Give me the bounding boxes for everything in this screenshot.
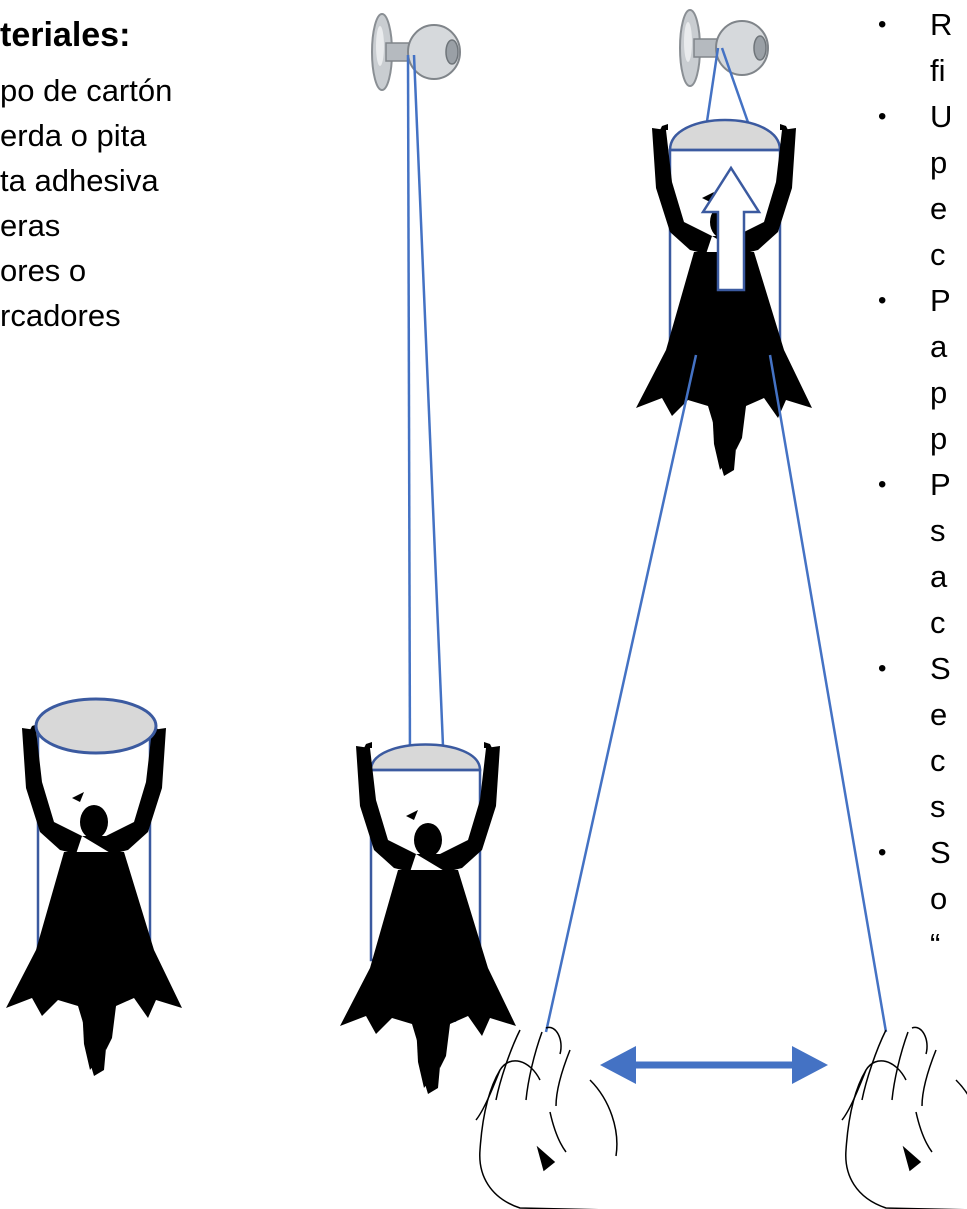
step-text: p [930,421,948,456]
step-text: S [930,651,951,686]
materials-list: po de cartón erda o pita ta adhesiva era… [0,68,172,338]
string-line [544,354,698,1033]
step-text: o [930,881,948,916]
lid-dome [668,118,782,152]
step-text: c [930,237,946,272]
step-text: a [930,559,948,594]
step-item: • R fi [878,2,967,94]
step-text: c [930,743,946,778]
bullet: • [878,655,887,682]
materials-title: teriales: [0,16,131,54]
step-item: • P a p p [878,278,967,462]
string-line [412,54,446,771]
materials-item: eras [0,208,61,243]
bullet: • [878,471,887,498]
step-text: U [930,99,953,134]
step-text: p [930,375,948,410]
step-text: R [930,7,953,42]
step-text: c [930,605,946,640]
materials-item: erda o pita [0,118,147,153]
step-text: s [930,513,946,548]
materials-item: rcadores [0,298,121,333]
step-text: “ [930,927,941,962]
bullet: • [878,839,887,866]
step-text: e [930,697,948,732]
bullet: • [878,11,887,38]
materials-item: ores o [0,253,87,288]
step-text: P [930,467,951,502]
bullet: • [878,287,887,314]
step-text: fi [930,53,946,88]
string-line [406,54,412,769]
step-text: e [930,191,948,226]
string-line [768,354,888,1033]
string-line [720,47,752,129]
step-text: P [930,283,951,318]
figure-1 [6,697,182,1076]
figure-3 [475,9,967,1209]
figure-2 [340,13,516,1094]
step-item: • S o “ [878,830,967,968]
step-text: S [930,835,951,870]
up-arrow-icon [700,165,762,292]
step-text: a [930,329,948,364]
step-text: s [930,789,946,824]
step-item: • S e c s [878,646,967,830]
string-line [704,47,720,129]
step-item: • U p e c [878,94,967,278]
superhero-silhouette-icon [340,742,516,1094]
hand-holding-string-icon [475,1026,618,1209]
step-text: p [930,145,948,180]
door-knob-icon [679,9,769,87]
lid-dome [369,743,482,772]
lid-ellipse [34,697,158,755]
superhero-silhouette-icon [6,724,182,1076]
steps-list: • R fi • U p e c • P a p p • P s a c • S… [878,0,967,1209]
double-arrow-icon [600,1046,636,1084]
double-arrow-icon [792,1046,828,1084]
materials-item: ta adhesiva [0,163,159,198]
bullet: • [878,103,887,130]
materials-item: po de cartón [0,73,173,108]
step-item: • P s a c [878,462,967,646]
